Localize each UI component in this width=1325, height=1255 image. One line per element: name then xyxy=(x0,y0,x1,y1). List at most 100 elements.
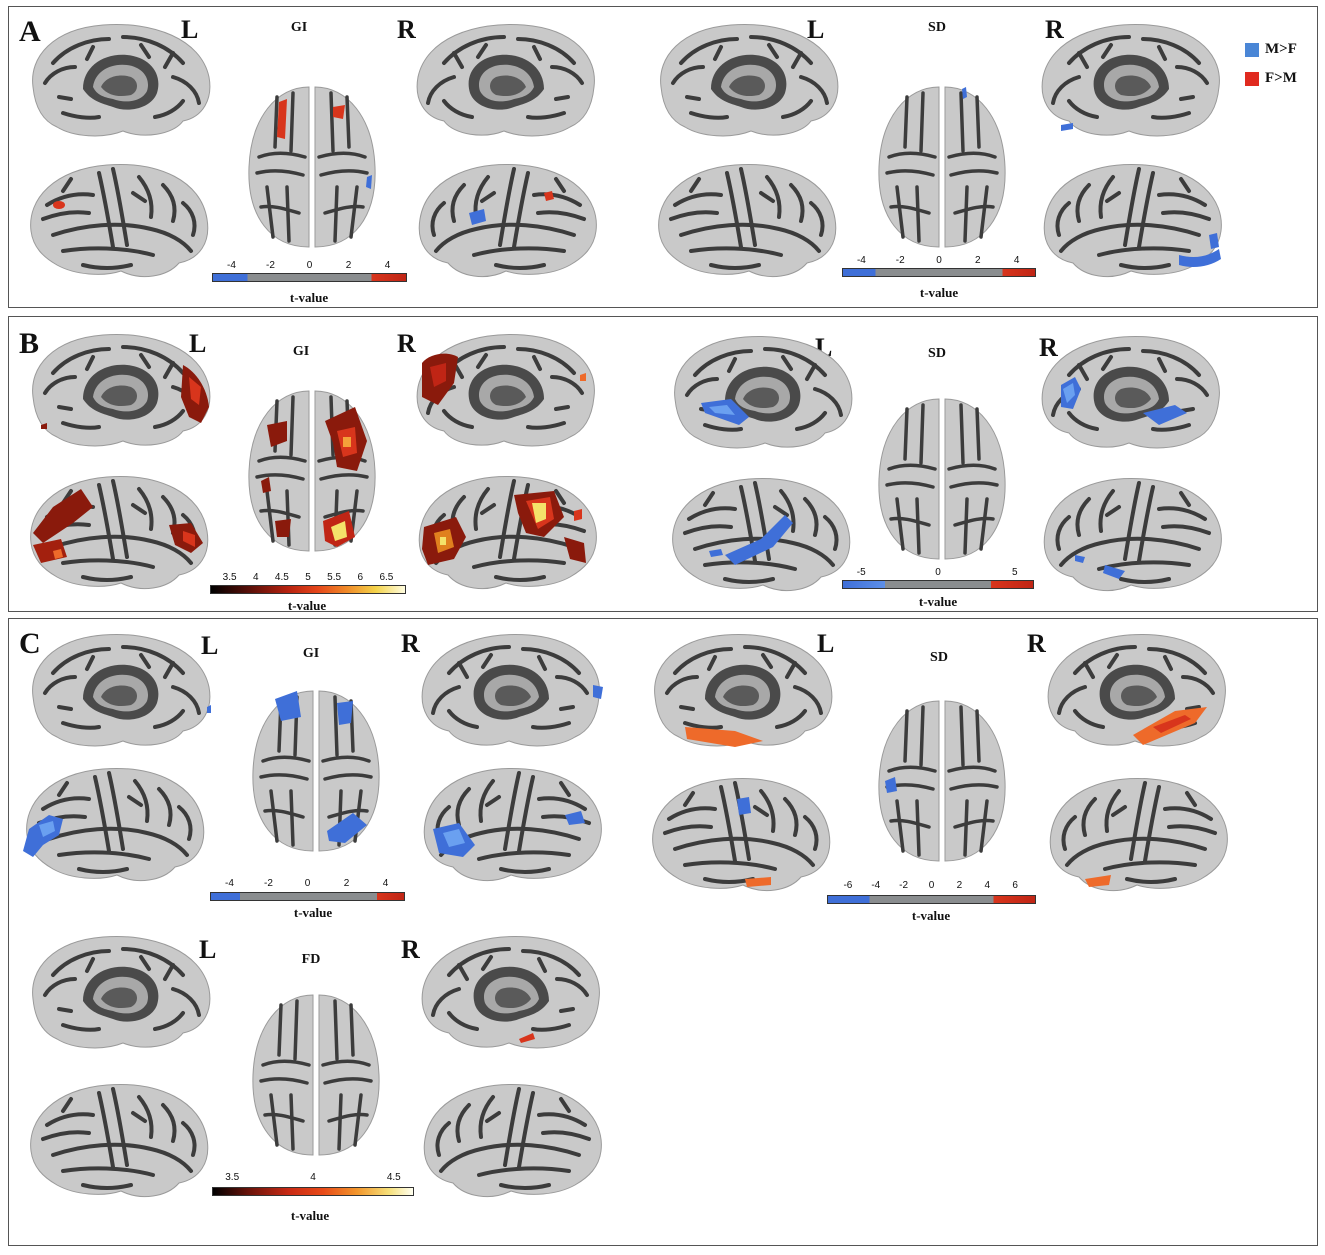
brain-medial-right xyxy=(1046,632,1228,748)
panel-letter-a: A xyxy=(19,15,41,48)
brain-medial-right xyxy=(1040,22,1222,138)
colorbar-tick-label: -5 xyxy=(856,567,866,578)
colorbar-fd xyxy=(212,1187,414,1196)
colorbar-label: t-value xyxy=(290,1208,330,1223)
brain-medial-right xyxy=(415,22,597,138)
colorbar-tick-label: 4.5 xyxy=(386,1172,401,1183)
colorbar-gi xyxy=(212,273,407,282)
colorbar-ticks-fd: 3.5 4 4.5 xyxy=(212,1173,414,1185)
brain-lateral-left xyxy=(650,776,832,893)
right-hemisphere-label: R xyxy=(1039,333,1058,362)
colorbar-label: t-value xyxy=(287,598,327,613)
colorbar-tick-label: -4 xyxy=(227,260,236,271)
brain-dorsal xyxy=(251,993,381,1157)
colorbar-tick-label: 3.5 xyxy=(225,1172,240,1183)
brain-lateral-left xyxy=(23,766,206,883)
colorbar-ticks-sd: -5 0 5 xyxy=(842,568,1034,580)
colorbar-tick-label: 2 xyxy=(345,260,352,271)
brain-medial-right xyxy=(1040,334,1222,450)
colorbar-gi xyxy=(210,585,406,594)
colorbar-ticks-gi: 3.5 4 4.5 5 5.5 6 6.5 xyxy=(210,573,406,585)
colorbar-label: t-value xyxy=(289,290,329,305)
brain-lateral-right xyxy=(1042,162,1224,279)
panel-letter-b: B xyxy=(19,327,40,360)
brain-lateral-left xyxy=(28,162,210,279)
right-hemisphere-label: R xyxy=(401,629,420,658)
colorbar-tick-label: -4 xyxy=(856,255,866,266)
brain-lateral-left xyxy=(670,476,852,593)
metric-title-gi: GI xyxy=(302,646,320,661)
colorbar-tick-label: 4.5 xyxy=(274,572,289,583)
colorbar-tick-label: -4 xyxy=(225,878,234,889)
colorbar-tick-label: -2 xyxy=(266,260,275,271)
brain-lateral-right xyxy=(1042,476,1224,593)
brain-medial-left xyxy=(30,632,212,748)
colorbar-tick-label: 5 xyxy=(305,572,311,583)
colorbar-gi xyxy=(210,892,405,901)
right-hemisphere-label: R xyxy=(401,935,420,964)
brain-lateral-right xyxy=(417,162,599,279)
left-hemisphere-label: L xyxy=(201,631,219,660)
colorbar-sd xyxy=(842,580,1034,589)
colorbar-sd xyxy=(842,268,1036,277)
colorbar-label: t-value xyxy=(911,908,951,923)
colorbar-tick-label: 5.5 xyxy=(327,572,342,583)
brain-medial-left xyxy=(30,934,212,1050)
metric-title-sd: SD xyxy=(928,20,946,35)
brain-medial-left xyxy=(658,22,840,138)
brain-dorsal xyxy=(247,389,377,553)
left-hemisphere-label: L xyxy=(199,935,217,964)
colorbar-label: t-value xyxy=(293,905,333,920)
brain-dorsal xyxy=(251,689,381,853)
colorbar-tick-label: 6 xyxy=(1012,880,1018,891)
metric-title-gi: GI xyxy=(290,20,308,35)
colorbar-tick-label: 4 xyxy=(310,1172,316,1183)
left-hemisphere-label: L xyxy=(817,629,835,658)
colorbar-tick-label: 0 xyxy=(306,260,313,271)
metric-title-sd: SD xyxy=(928,346,946,361)
brain-lateral-right xyxy=(417,474,599,591)
right-hemisphere-label: R xyxy=(397,15,416,44)
colorbar-tick-label: 2 xyxy=(975,255,981,266)
legend-swatch-m-gt-f xyxy=(1245,43,1259,57)
colorbar-ticks-sd: -6 -4 -2 0 2 4 6 xyxy=(827,881,1036,893)
brain-lateral-left xyxy=(28,474,210,591)
colorbar-tick-label: 4 xyxy=(384,260,391,271)
colorbar-tick-label: 2 xyxy=(956,880,963,891)
colorbar-sd xyxy=(827,895,1036,904)
colorbar-ticks-gi: -4 -2 0 2 4 xyxy=(212,261,407,273)
colorbar-tick-label: 3.5 xyxy=(222,572,237,583)
colorbar-tick-label: 4 xyxy=(984,880,990,891)
colorbar-tick-label: 4 xyxy=(1013,255,1020,266)
colorbar-tick-label: 0 xyxy=(935,567,941,578)
colorbar-tick-label: 6 xyxy=(357,572,364,583)
brain-lateral-right xyxy=(422,766,604,883)
brain-medial-right xyxy=(415,332,597,448)
colorbar-tick-label: 2 xyxy=(343,878,350,889)
colorbar-tick-label: 5 xyxy=(1012,567,1018,578)
colorbar-tick-label: -2 xyxy=(895,255,905,266)
colorbar-tick-label: 0 xyxy=(928,880,935,891)
brain-dorsal xyxy=(877,699,1007,863)
brain-medial-right xyxy=(420,934,602,1050)
brain-dorsal xyxy=(247,85,377,249)
legend-label-m-gt-f: M>F xyxy=(1265,41,1297,57)
left-hemisphere-label: L xyxy=(181,15,199,44)
left-hemisphere-label: L xyxy=(807,15,825,44)
right-hemisphere-label: R xyxy=(1027,629,1046,658)
colorbar-tick-label: -4 xyxy=(871,880,881,891)
colorbar-tick-label: -6 xyxy=(843,880,853,891)
colorbar-label: t-value xyxy=(919,285,959,300)
brain-medial-left xyxy=(652,632,834,748)
colorbar-label: t-value xyxy=(918,594,958,609)
colorbar-tick-label: 6.5 xyxy=(379,572,394,583)
metric-title-gi: GI xyxy=(292,344,310,359)
brain-medial-left xyxy=(30,332,212,448)
brain-medial-right xyxy=(420,632,603,748)
colorbar-tick-label: 4 xyxy=(252,572,259,583)
colorbar-tick-label: -2 xyxy=(899,880,909,891)
